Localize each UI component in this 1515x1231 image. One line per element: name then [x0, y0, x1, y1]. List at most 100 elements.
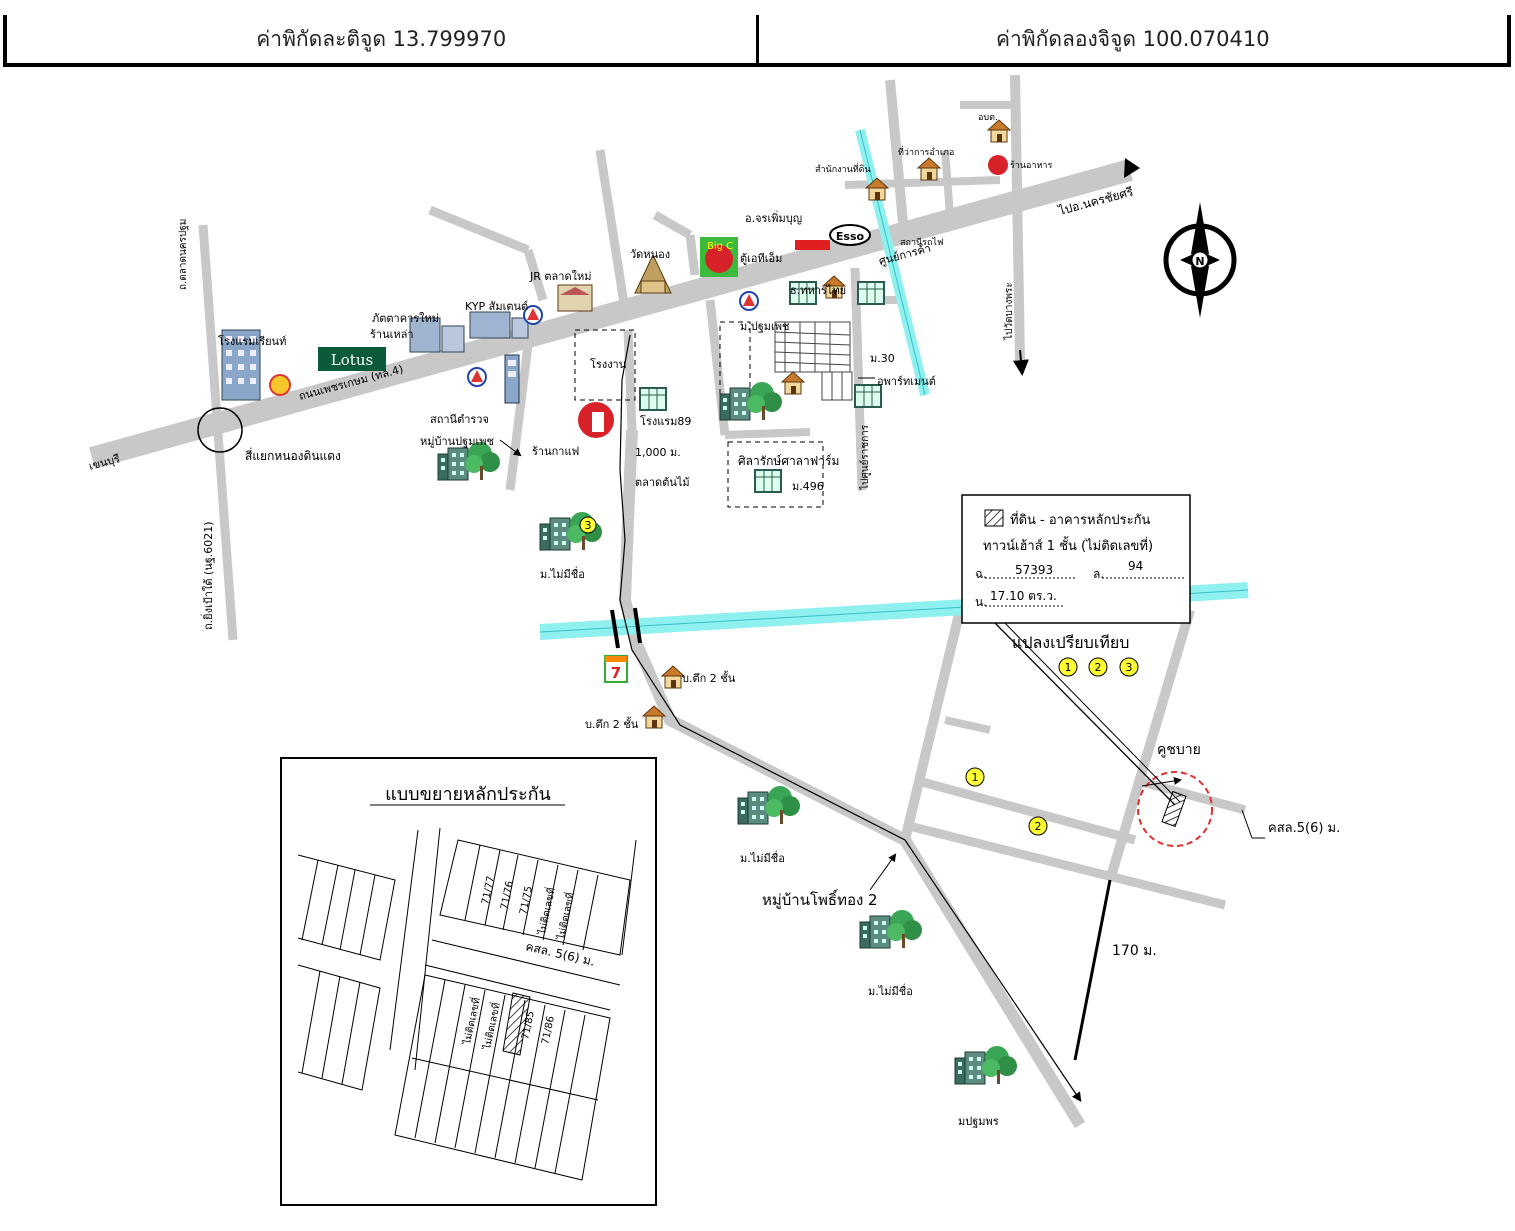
svg-text:17.10 ตร.ว.: 17.10 ตร.ว. — [990, 589, 1057, 603]
village-icon — [859, 909, 923, 949]
svg-text:หมู่บ้านปฐมเพช: หมู่บ้านปฐมเพช — [420, 435, 494, 448]
svg-text:3: 3 — [1126, 661, 1133, 674]
house-icon — [661, 665, 685, 689]
svg-text:อบต.: อบต. — [978, 113, 998, 123]
comparison-marker: 2 — [1028, 816, 1048, 836]
top-house-icon — [987, 119, 1011, 143]
highway-arrow — [1124, 158, 1140, 178]
svg-text:สถานีรถไฟ: สถานีรถไฟ — [900, 237, 943, 248]
bigc-icon: Big C — [700, 237, 738, 277]
svg-text:อ.จรเพิ่มบุญ: อ.จรเพิ่มบุญ — [745, 210, 802, 225]
svg-text:170 ม.: 170 ม. — [1112, 943, 1157, 959]
svg-text:3: 3 — [585, 519, 592, 532]
svg-text:สี่แยกหนองดินแดง: สี่แยกหนองดินแดง — [245, 447, 341, 463]
svg-text:ภัตตาคารใหม่: ภัตตาคารใหม่ — [372, 312, 439, 325]
comparison-marker: 1 — [1058, 657, 1078, 677]
office-building-icon — [409, 317, 465, 353]
comparison-marker: 3 — [579, 516, 597, 534]
svg-text:1: 1 — [972, 771, 979, 784]
svg-text:บ.ตึก 2 ชั้น: บ.ตึก 2 ชั้น — [682, 670, 736, 685]
svg-text:ที่ดิน - อาคารหลักประกัน: ที่ดิน - อาคารหลักประกัน — [1010, 511, 1150, 528]
comparison-marker: 2 — [1088, 657, 1108, 677]
svg-text:ม.496: ม.496 — [792, 480, 824, 493]
svg-text:2: 2 — [1095, 661, 1102, 674]
comparison-marker: 1 — [965, 767, 985, 787]
svg-text:มปฐมพร: มปฐมพร — [958, 1115, 999, 1128]
latitude-cell: ค่าพิกัดละติจูด 13.799970 — [256, 26, 507, 51]
svg-text:วัดหนอง: วัดหนอง — [630, 248, 670, 261]
svg-text:7: 7 — [611, 664, 621, 682]
svg-text:ล.: ล. — [1093, 567, 1104, 581]
top-house-icon — [917, 157, 941, 181]
svg-text:ถ.ตลาดนครปฐม: ถ.ตลาดนครปฐม — [178, 219, 189, 290]
svg-text:ถ.ยิ่งเป้าใต้ (นฐ.6021): ถ.ยิ่งเป้าใต้ (นฐ.6021) — [200, 521, 215, 630]
svg-text:94: 94 — [1128, 559, 1143, 573]
svg-text:ที่ว่าการอำเภอ: ที่ว่าการอำเภอ — [898, 145, 954, 158]
legend-box: ที่ดิน - อาคารหลักประกัน ทาวน์เฮ้าส์ 1 ช… — [961, 494, 1191, 624]
svg-text:ทาวน์เฮ้าส์ 1 ชั้น (ไม่ติดเลขท: ทาวน์เฮ้าส์ 1 ชั้น (ไม่ติดเลขที่) — [983, 536, 1153, 554]
restaurant-icon — [988, 155, 1008, 175]
svg-text:แบบขยายหลักประกัน: แบบขยายหลักประกัน — [385, 784, 551, 805]
svg-text:อพาร์ทเมนต์: อพาร์ทเมนต์ — [877, 375, 936, 388]
coffee-shop-icon — [578, 402, 614, 438]
svg-text:ม.ไม่มีชื่อ: ม.ไม่มีชื่อ — [868, 983, 913, 998]
temple-icon — [634, 253, 672, 294]
svg-text:โรงงาน: โรงงาน — [590, 357, 627, 371]
gas-station-icon — [739, 291, 759, 311]
svg-text:คูชบาย: คูชบาย — [1157, 742, 1201, 758]
house-icon — [781, 371, 805, 395]
svg-text:โรงแรมเรียนท์: โรงแรมเรียนท์ — [218, 334, 286, 348]
kyp-building-icon — [469, 311, 529, 339]
inset-box: แบบขยายหลักประกัน — [280, 757, 657, 1206]
svg-text:โรงแรม89: โรงแรม89 — [640, 414, 691, 428]
svg-text:JR ตลาดใหม่: JR ตลาดใหม่ — [529, 270, 591, 283]
svg-text:Esso: Esso — [836, 230, 865, 243]
svg-text:ร้านอาหาร: ร้านอาหาร — [1010, 160, 1052, 171]
jr-icon — [557, 284, 593, 312]
location-map: Lotus Big C Esso — [87, 74, 1340, 1206]
svg-text:คสล.5(6) ม.: คสล.5(6) ม. — [1268, 821, 1340, 836]
gas-station-icon — [467, 367, 487, 387]
svg-text:ม.ปฐมเพช: ม.ปฐมเพช — [740, 320, 790, 333]
svg-text:ฉ.: ฉ. — [975, 567, 987, 581]
svg-text:ตลาดต้นไม้: ตลาดต้นไม้ — [635, 476, 690, 489]
esso-icon: Esso — [829, 224, 871, 246]
apartment-icon — [854, 384, 882, 408]
west-road — [198, 224, 238, 641]
svg-text:บ.ตึก 2 ชั้น: บ.ตึก 2 ชั้น — [585, 716, 639, 731]
svg-text:ร้านกาแฟ: ร้านกาแฟ — [532, 445, 579, 458]
m496-icon — [754, 469, 782, 493]
comparison-marker: 3 — [1119, 657, 1139, 677]
svg-text:1,000 ม.: 1,000 ม. — [635, 446, 681, 459]
esso-sign-icon — [795, 240, 830, 250]
svg-text:สถานีตำรวจ: สถานีตำรวจ — [430, 413, 489, 426]
intersection-circle — [197, 407, 243, 453]
svg-text:สำนักงานที่ดิน: สำนักงานที่ดิน — [815, 162, 871, 175]
svg-text:ม.ไม่มีชื่อ: ม.ไม่มีชื่อ — [540, 566, 585, 581]
longitude-cell: ค่าพิกัดลองจิจูด 100.070410 — [755, 15, 1508, 63]
svg-text:1: 1 — [1065, 661, 1072, 674]
svg-text:ม.ไม่มีชื่อ: ม.ไม่มีชื่อ — [740, 850, 785, 865]
svg-text:Lotus: Lotus — [331, 351, 373, 369]
subject-parcel — [1161, 790, 1187, 828]
svg-text:N: N — [1195, 255, 1204, 268]
svg-text:ศิลารักษ์ศาลาฟาร์ม: ศิลารักษ์ศาลาฟาร์ม — [738, 454, 839, 468]
svg-text:ธ.ทหารไทย: ธ.ทหารไทย — [790, 284, 846, 297]
svg-text:KYP สัมเตนต์: KYP สัมเตนต์ — [465, 300, 528, 313]
village-icon — [737, 785, 801, 825]
svg-text:ไปวัดบางพระ: ไปวัดบางพระ — [1003, 282, 1015, 341]
svg-text:2: 2 — [1035, 820, 1042, 833]
svg-text:หมู่บ้านโพธิ์ทอง 2: หมู่บ้านโพธิ์ทอง 2 — [762, 889, 878, 909]
svg-text:น.: น. — [975, 595, 987, 609]
hotel-89-icon — [639, 387, 667, 411]
svg-text:ร้านเหล่า: ร้านเหล่า — [370, 328, 414, 341]
hotel-building-icon — [221, 329, 261, 401]
shell-icon — [269, 374, 291, 396]
svg-text:ม.30: ม.30 — [870, 352, 895, 365]
shophouse-rows — [774, 321, 853, 401]
svg-text:57393: 57393 — [1015, 563, 1053, 577]
compass-icon: N — [1163, 202, 1237, 318]
seven-eleven-icon: 7 — [604, 655, 628, 683]
bridge — [610, 607, 642, 649]
village-icon — [954, 1045, 1018, 1085]
